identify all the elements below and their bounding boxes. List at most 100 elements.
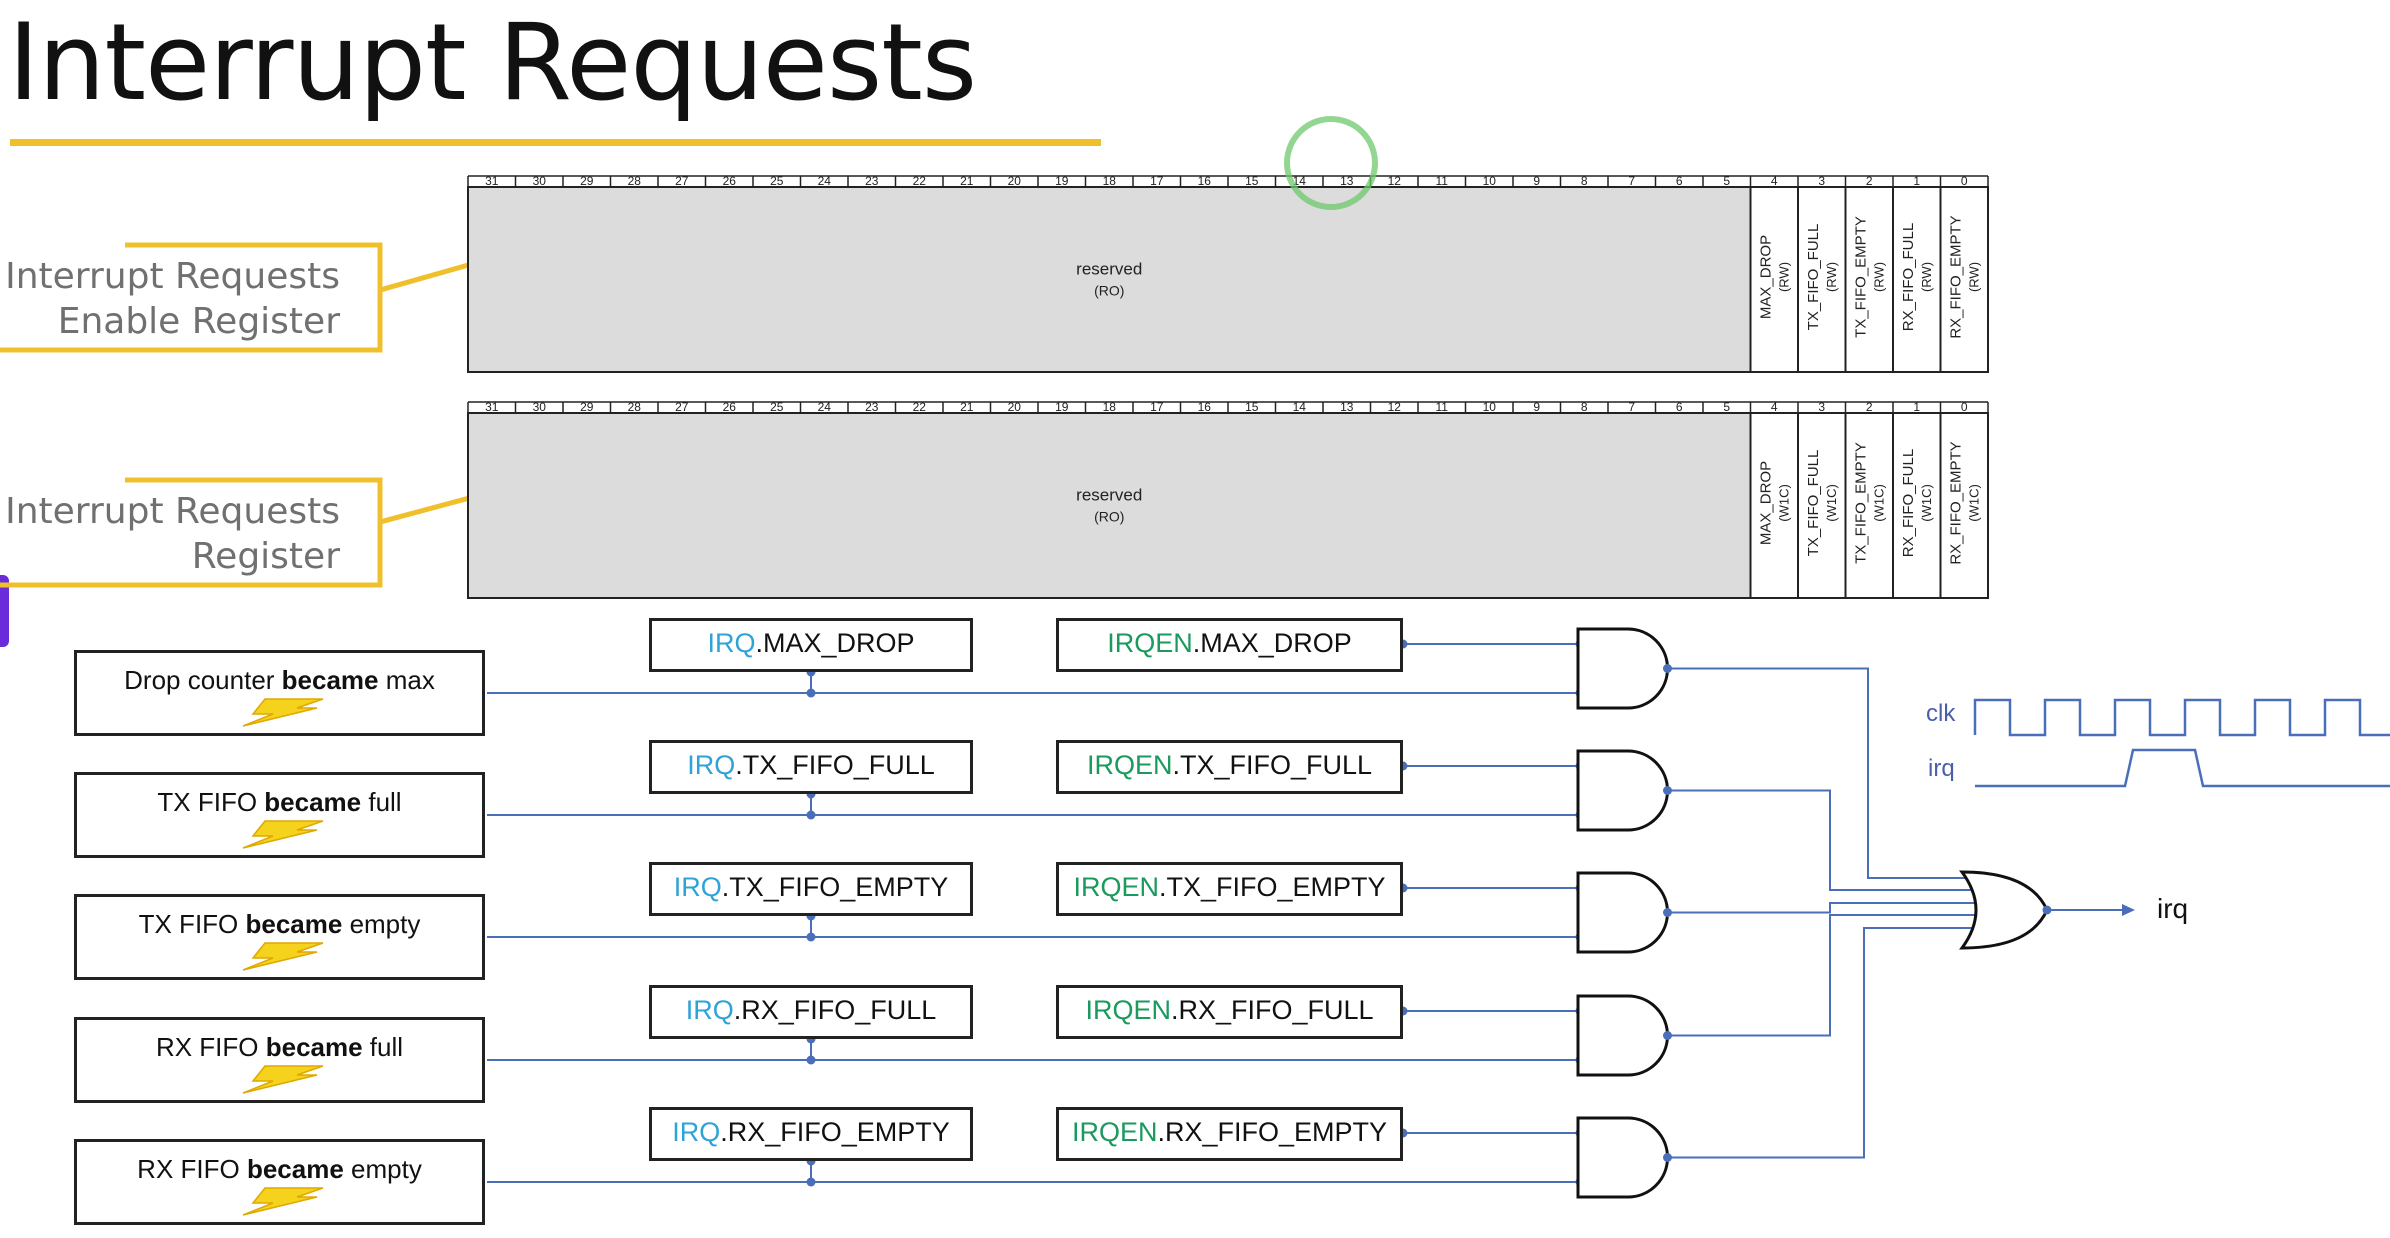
event-label-bold: became [264,787,362,817]
register-field: RX_FIFO_FULL(RW) [1900,223,1934,331]
bit-number: 15 [1245,400,1259,414]
register-field-access: (W1C) [1871,484,1886,522]
irq-prefix: IRQ [673,872,722,902]
lightning-bolt-icon [242,698,323,727]
register-field: RX_FIFO_FULL(W1C) [1900,449,1934,557]
and-to-or-wire [1667,789,1996,891]
reserved-name: reserved [1076,260,1142,279]
and-gate [1576,627,1669,710]
register-label-enable: Interrupt Requests Enable Register [0,254,340,344]
event-label-post: full [361,787,402,817]
register-field: TX_FIFO_EMPTY(W1C) [1852,442,1886,564]
bit-number: 26 [723,174,737,188]
irq-field-name: .TX_FIFO_FULL [735,750,935,780]
reserved-access: (RO) [1094,509,1124,525]
bit-number: 22 [913,400,927,414]
bit-number: 5 [1723,174,1730,188]
register-field-name: RX_FIFO_EMPTY [1947,215,1964,338]
event-label-post: empty [343,1154,422,1184]
bit-number: 13 [1340,400,1354,414]
irqen-prefix: IRQEN [1071,1117,1158,1147]
event-label-bold: became [245,909,343,939]
irq-waveform [1975,748,2390,788]
bit-number: 3 [1818,400,1825,414]
register-field-name: MAX_DROP [1757,235,1774,319]
irq-wave-label: irq [1928,755,1955,782]
bit-number: 27 [675,400,689,414]
bit-number: 12 [1388,400,1402,414]
bit-number: 22 [913,174,927,188]
event-label: TX FIFO became empty [77,909,482,940]
and-to-or-wire [1667,927,1996,1159]
irq-bit-box: IRQ.TX_FIFO_FULL [649,740,973,794]
bit-number: 9 [1533,400,1540,414]
bit-number: 20 [1008,400,1022,414]
lightning-bolt-icon [242,1187,323,1216]
bit-number: 6 [1676,174,1683,188]
bit-number: 28 [628,174,642,188]
register-label-line: Register [191,536,340,577]
bit-number: 2 [1866,400,1873,414]
irq-prefix: IRQ [685,995,734,1025]
register-field-access: (W1C) [1824,484,1839,522]
irqen-field-name: .RX_FIFO_EMPTY [1157,1117,1388,1147]
cursor-highlight [1284,116,1378,210]
irqen-prefix: IRQEN [1086,750,1173,780]
event-label: TX FIFO became full [77,787,482,818]
irq-field-name: .TX_FIFO_EMPTY [721,872,949,902]
bit-number: 10 [1483,174,1497,188]
bit-number: 17 [1150,400,1164,414]
bit-number: 29 [580,400,594,414]
bit-number: 23 [865,174,879,188]
register-label-requests: Interrupt Requests Register [0,489,340,579]
and-to-or-wire [1667,667,1996,879]
bit-number: 26 [723,400,737,414]
bit-number: 8 [1581,174,1588,188]
event-label-pre: Drop counter [124,665,282,695]
bit-number: 30 [533,174,547,188]
event-label-pre: TX FIFO [157,787,265,817]
bit-number: 30 [533,400,547,414]
bit-number: 16 [1198,400,1212,414]
register-field-access: (W1C) [1966,484,1981,522]
irqen-prefix: IRQEN [1107,628,1193,658]
event-label-bold: became [265,1032,363,1062]
bit-number: 0 [1961,174,1968,188]
irqen-field-name: .TX_FIFO_FULL [1172,750,1373,780]
slide-title: Interrupt Requests [8,1,977,124]
and-gate [1576,871,1669,954]
register-field: RX_FIFO_EMPTY(W1C) [1947,441,1981,564]
register-field: TX_FIFO_FULL(RW) [1805,224,1839,331]
event-source-box: TX FIFO became empty [74,894,485,980]
event-label: RX FIFO became empty [77,1154,482,1185]
event-label-bold: became [281,665,379,695]
bit-number: 0 [1961,400,1968,414]
reserved-name: reserved [1076,486,1142,505]
bit-number: 11 [1436,400,1449,414]
irqen-bit-box: IRQEN.RX_FIFO_FULL [1056,985,1403,1039]
irq-prefix: IRQ [707,628,756,658]
and-to-or-wire [1667,914,1996,1037]
irq-field-name: .MAX_DROP [755,628,915,658]
register-field-name: MAX_DROP [1757,461,1774,545]
register-field: TX_FIFO_EMPTY(RW) [1852,216,1886,338]
irq-bit-box: IRQ.TX_FIFO_EMPTY [649,862,973,916]
register-field-name: TX_FIFO_FULL [1805,450,1822,557]
and-to-or-wire [1667,902,1996,914]
bit-number: 6 [1676,400,1683,414]
bit-number: 4 [1771,400,1778,414]
irqen-bit-box: IRQEN.TX_FIFO_FULL [1056,740,1403,794]
irq-bit-box: IRQ.RX_FIFO_EMPTY [649,1107,973,1161]
irq-prefix: IRQ [672,1117,721,1147]
timing-waveform [1973,698,2390,788]
irq-prefix: IRQ [687,750,736,780]
register-field-name: TX_FIFO_FULL [1805,224,1822,331]
register-field-access: (RW) [1966,262,1981,292]
bit-number: 16 [1198,174,1212,188]
event-source-box: Drop counter became max [74,650,485,736]
bit-number: 28 [628,400,642,414]
event-label: RX FIFO became full [77,1032,482,1063]
bit-number: 9 [1533,174,1540,188]
irqen-field-name: .RX_FIFO_FULL [1170,995,1374,1025]
